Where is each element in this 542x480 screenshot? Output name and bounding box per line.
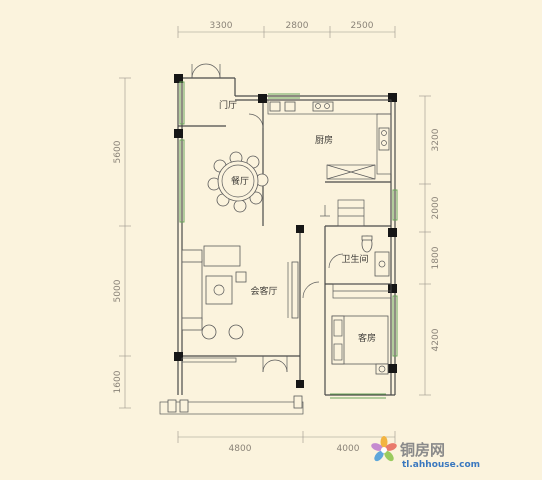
room-label-guest: 客房 [358, 332, 376, 344]
guest-bed [331, 315, 389, 375]
balcony [159, 395, 304, 415]
dim-top-3: 2500 [351, 21, 374, 31]
room-label-entrance: 门厅 [219, 99, 237, 111]
room-label-bathroom: 卫生间 [341, 253, 368, 265]
dim-left-3: 1600 [113, 370, 123, 393]
doors [191, 63, 344, 373]
dim-bottom-2: 4000 [337, 444, 360, 454]
watermark: 铜房网 tl.ahhouse.com [371, 436, 480, 470]
living-furniture [181, 245, 299, 340]
bathroom-fixtures [332, 235, 392, 299]
kitchen-fixtures [267, 99, 392, 180]
columns [174, 74, 397, 388]
dimension-lines [119, 26, 431, 443]
room-label-dining: 餐厅 [231, 175, 249, 187]
flower-logo-icon [371, 436, 397, 462]
room-label-living: 会客厅 [250, 285, 277, 297]
watermark-url: tl.ahhouse.com [402, 460, 480, 470]
dim-left-2: 5000 [113, 279, 123, 302]
room-label-kitchen: 厨房 [315, 134, 333, 146]
dim-top-2: 2800 [286, 21, 309, 31]
dim-bottom-1: 4800 [229, 444, 252, 454]
stair [320, 199, 365, 227]
dining-table [207, 151, 269, 213]
dim-right-1: 3200 [431, 128, 441, 151]
dim-left-1: 5600 [113, 140, 123, 163]
dim-right-2: 2000 [431, 196, 441, 219]
watermark-brand: 铜房网 [400, 441, 445, 459]
dim-top-1: 3300 [210, 21, 233, 31]
dim-right-3: 1800 [431, 246, 441, 269]
windows [179, 81, 398, 399]
dim-right-4: 4200 [431, 328, 441, 351]
